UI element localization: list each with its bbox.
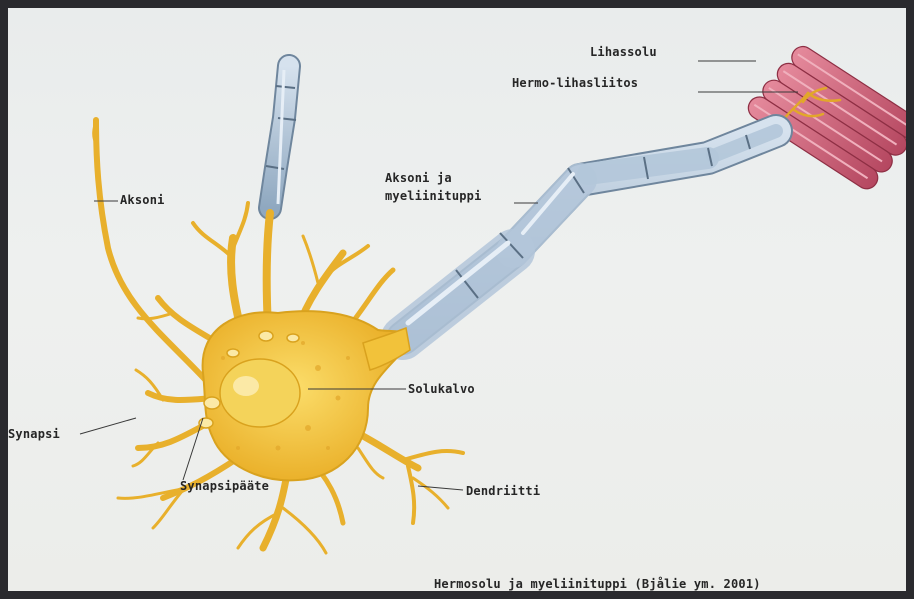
paper-sheet: Lihassolu Hermo-lihasliitos Aksoni ja my…: [8, 8, 906, 591]
nucleus: [220, 359, 300, 427]
label-axon-myelin-line2: myeliinituppi: [385, 188, 482, 204]
figure-caption: Hermosolu ja myeliinituppi (Bjålie ym. 2…: [434, 576, 761, 591]
incoming-myelinated-axon: [266, 66, 296, 208]
neuron-illustration: [8, 8, 906, 591]
nucleolus: [233, 376, 259, 396]
cell-body: [199, 311, 410, 480]
label-dendrite: Dendriitti: [466, 483, 540, 499]
label-neuromuscular-junction: Hermo-lihasliitos: [512, 75, 638, 91]
label-muscle-cell: Lihassolu: [590, 44, 657, 60]
label-axon-myelin-line1: Aksoni ja: [385, 170, 452, 186]
leader-lines: [80, 61, 798, 490]
label-synapse: Synapsi: [8, 426, 60, 442]
myelinated-axon: [403, 131, 776, 338]
label-cell-membrane: Solukalvo: [408, 381, 475, 397]
label-axon: Aksoni: [120, 192, 165, 208]
label-synaptic-terminal: Synapsipääte: [180, 478, 269, 494]
